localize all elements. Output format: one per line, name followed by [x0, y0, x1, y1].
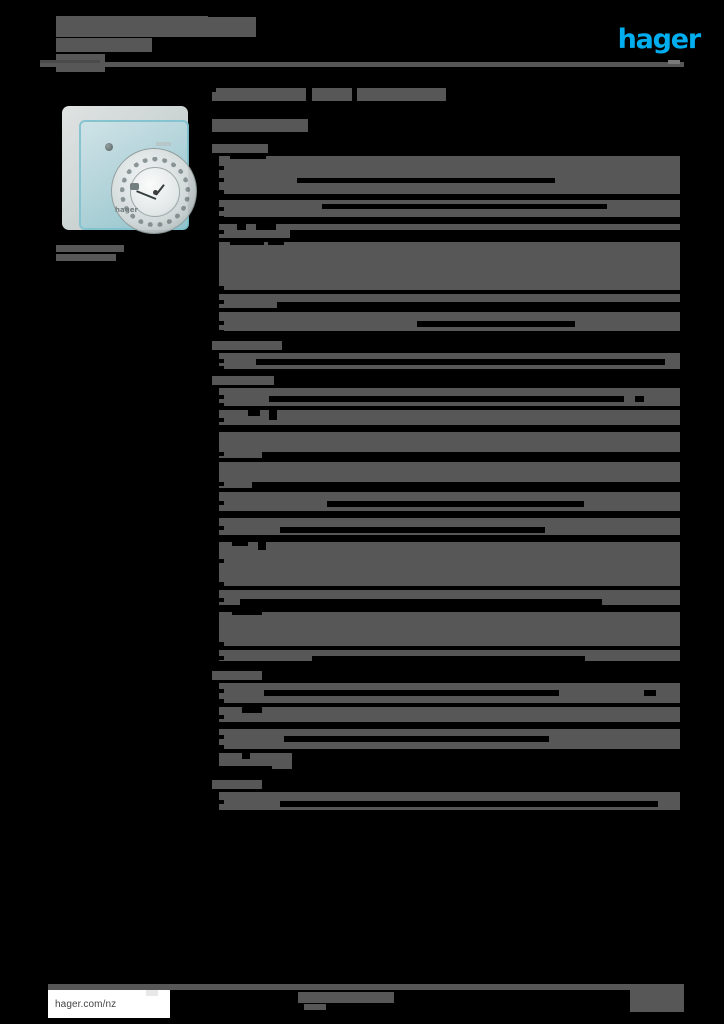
device-housing: hager [62, 106, 197, 234]
device-brand-label: hager [115, 206, 138, 214]
screw-icon [105, 143, 113, 151]
figure-caption [56, 245, 124, 263]
header-divider [40, 62, 684, 67]
section-title [212, 376, 274, 385]
table-row [212, 729, 684, 749]
footer-page-number [630, 990, 684, 1012]
footer-divider [48, 984, 684, 990]
table-row [212, 518, 684, 538]
table-row [212, 462, 684, 488]
device-code-label [156, 142, 171, 146]
table-row [212, 156, 684, 197]
caption-line-1-redacted [56, 245, 124, 252]
table-row [212, 612, 684, 646]
table-row [212, 224, 684, 238]
table-row [212, 410, 684, 428]
footer-center-text [298, 992, 394, 1011]
table-row [212, 432, 684, 458]
section-title [212, 671, 262, 680]
table-heading [212, 88, 684, 101]
table-row [212, 683, 684, 703]
manual-override-switch [130, 182, 140, 190]
table-row [212, 792, 684, 810]
timer-dial [111, 148, 197, 234]
section-title [212, 341, 282, 350]
title-line-1b-redacted [56, 38, 152, 52]
page-footer: hager.com/nz [48, 990, 684, 1020]
table-subheading [212, 119, 308, 132]
page-number-redacted [630, 990, 684, 1012]
header-divider-cap [40, 60, 100, 63]
table-row [212, 707, 684, 725]
table-row [212, 753, 292, 769]
table-row [212, 590, 684, 608]
page-header [40, 0, 684, 72]
table-row [212, 312, 684, 334]
device-bezel: hager [79, 120, 197, 234]
table-row [212, 294, 684, 308]
footer-url-link[interactable]: hager.com/nz [55, 998, 117, 1010]
dial-segment-ring [120, 157, 190, 227]
table-row [212, 650, 684, 664]
footer-center-line-2-redacted [304, 1004, 326, 1010]
table-row [212, 242, 684, 290]
table-row [212, 492, 684, 514]
table-row [212, 542, 684, 586]
dial-hub [152, 189, 158, 195]
caption-line-2-redacted [56, 254, 116, 261]
footer-url-tick [146, 990, 158, 996]
footer-center-line-1-redacted [298, 992, 394, 1003]
header-divider-marker [668, 60, 680, 64]
table-row [212, 353, 684, 370]
hager-logo: hager [617, 24, 702, 55]
product-image: hager [54, 100, 197, 240]
section-title [212, 780, 262, 789]
section-title [212, 144, 268, 153]
clock-face [130, 167, 180, 217]
page-subtitle-redacted [124, 17, 256, 37]
table-row [212, 388, 684, 407]
specification-table [212, 88, 684, 810]
table-row [212, 200, 684, 220]
